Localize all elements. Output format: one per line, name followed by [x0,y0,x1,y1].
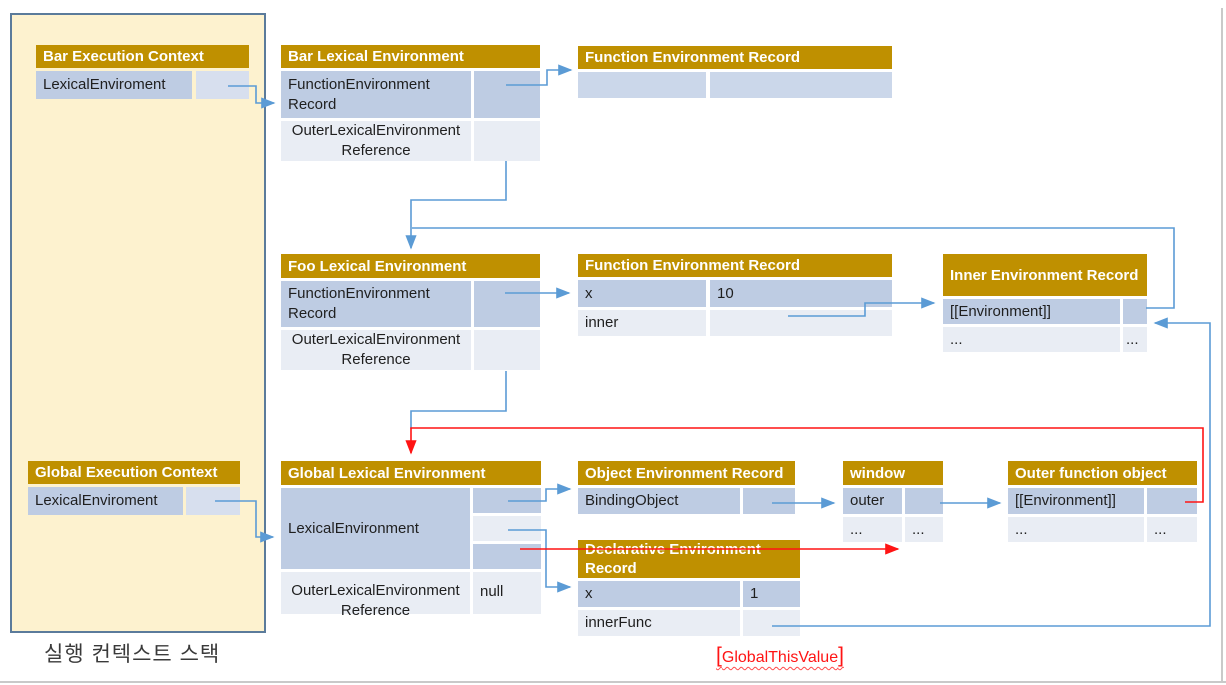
box-title: Inner Environment Record [943,254,1147,296]
table-row: inner [578,310,892,336]
cell-value [1147,488,1197,514]
box-object-environment-record: Object Environment Record BindingObject [578,461,795,514]
global-this-value-label: [GlobalThisValue] [716,644,844,667]
cell-value [196,71,249,99]
cell-label: ... [1008,517,1144,542]
table-row: innerFunc [578,610,800,636]
box-title: Global Execution Context [28,461,240,484]
cell-label: ... [943,327,1120,352]
table-row: x 1 [578,581,800,607]
table-row: ... ... [943,327,1147,352]
cell-label: ... [843,517,902,542]
bracket-close: ] [838,644,844,667]
cell-ref-declarative-record [473,516,541,541]
page-border-bottom [0,681,1226,683]
box-title: Function Environment Record [578,46,892,69]
cell-value [710,72,892,98]
table-row: outer [843,488,943,514]
cell-value [743,610,800,636]
cell-value [474,71,540,118]
cell-value [710,310,892,336]
table-row: LexicalEnviroment [36,71,249,99]
cell-label: BindingObject [578,488,740,514]
box-title: window [843,461,943,485]
box-title: Object Environment Record [578,461,795,485]
table-row: OuterLexicalEnvironment Reference [281,121,540,161]
cell-label: LexicalEnviroment [36,71,192,99]
cell-value [905,488,943,514]
table-row: FunctionEnvironment Record [281,71,540,118]
cell-ref-global-this [473,544,541,569]
line-foo-outerref-down [410,371,507,429]
table-row: x 10 [578,280,892,307]
box-bar-lexical-environment: Bar Lexical Environment FunctionEnvironm… [281,45,540,161]
table-row: ... ... [843,517,943,542]
cell-value [474,121,540,161]
cell-value [474,330,540,370]
cell-value [1123,299,1147,324]
box-title: Bar Execution Context [36,45,249,68]
cell-value: null [473,572,541,614]
cell-value: ... [1147,517,1197,542]
cell-value [186,487,240,515]
box-global-execution-context: Global Execution Context LexicalEnvirome… [28,461,240,515]
box-bar-execution-context: Bar Execution Context LexicalEnviroment [36,45,249,99]
cell-label: x [578,581,740,607]
table-row: FunctionEnvironment Record [281,281,540,327]
box-inner-environment-record: Inner Environment Record [[Environment]]… [943,254,1147,352]
cell-label: innerFunc [578,610,740,636]
arrow-bar-outerref-to-foo-lexical [405,161,507,250]
cell-label: outer [843,488,902,514]
table-row: [[Environment]] [943,299,1147,324]
box-foo-lexical-environment: Foo Lexical Environment FunctionEnvironm… [281,254,540,370]
table-row: OuterLexicalEnvironment Reference [281,330,540,370]
cell-label: FunctionEnvironment Record [281,71,471,118]
cell-label: LexicalEnvironment [281,488,470,569]
cell-ref-object-record [473,488,541,513]
cell-label: FunctionEnvironment Record [281,281,471,327]
execution-context-stack-panel [10,13,266,633]
box-title: Outer function object [1008,461,1197,485]
cell-value: 1 [743,581,800,607]
cell-label: [[Environment]] [1008,488,1144,514]
box-function-environment-record-foo: Function Environment Record x 10 inner [578,254,892,336]
cell-value [743,488,795,514]
table-row: [[Environment]] [1008,488,1197,514]
cell-value: ... [1123,327,1147,352]
cell-label: OuterLexicalEnvironment Reference [281,330,471,370]
cell-label [578,72,706,98]
box-declarative-environment-record: Declarative Environment Record x 1 inner… [578,540,800,636]
cell-label: OuterLexicalEnvironment Reference [281,572,470,619]
box-outer-function-object: Outer function object [[Environment]] ..… [1008,461,1197,542]
page-border-right [1221,8,1223,682]
table-row: BindingObject [578,488,795,514]
box-function-environment-record-bar: Function Environment Record [578,46,892,98]
cell-value [474,281,540,327]
table-row: LexicalEnviroment [28,487,240,515]
table-row [578,72,892,98]
box-title: Declarative Environment Record [578,540,800,578]
reference-slot-column [473,488,541,569]
box-window-object: window outer ... ... [843,461,943,542]
cell-value: 10 [710,280,892,307]
cell-label: LexicalEnviroment [28,487,183,515]
table-row: OuterLexicalEnvironment Reference null [281,572,541,619]
box-global-lexical-environment: Global Lexical Environment LexicalEnviro… [281,461,541,619]
table-row: LexicalEnvironment [281,488,541,569]
box-title: Global Lexical Environment [281,461,541,485]
box-title: Foo Lexical Environment [281,254,540,278]
cell-value: ... [905,517,943,542]
cell-label: x [578,280,706,307]
box-title: Bar Lexical Environment [281,45,540,68]
cell-label: OuterLexicalEnvironment Reference [281,121,471,161]
table-row: ... ... [1008,517,1197,542]
cell-label: inner [578,310,706,336]
execution-context-stack-label: 실행 컨텍스트 스택 [44,643,221,666]
box-title: Function Environment Record [578,254,892,277]
cell-label: [[Environment]] [943,299,1120,324]
bracket-open: [ [716,644,722,667]
